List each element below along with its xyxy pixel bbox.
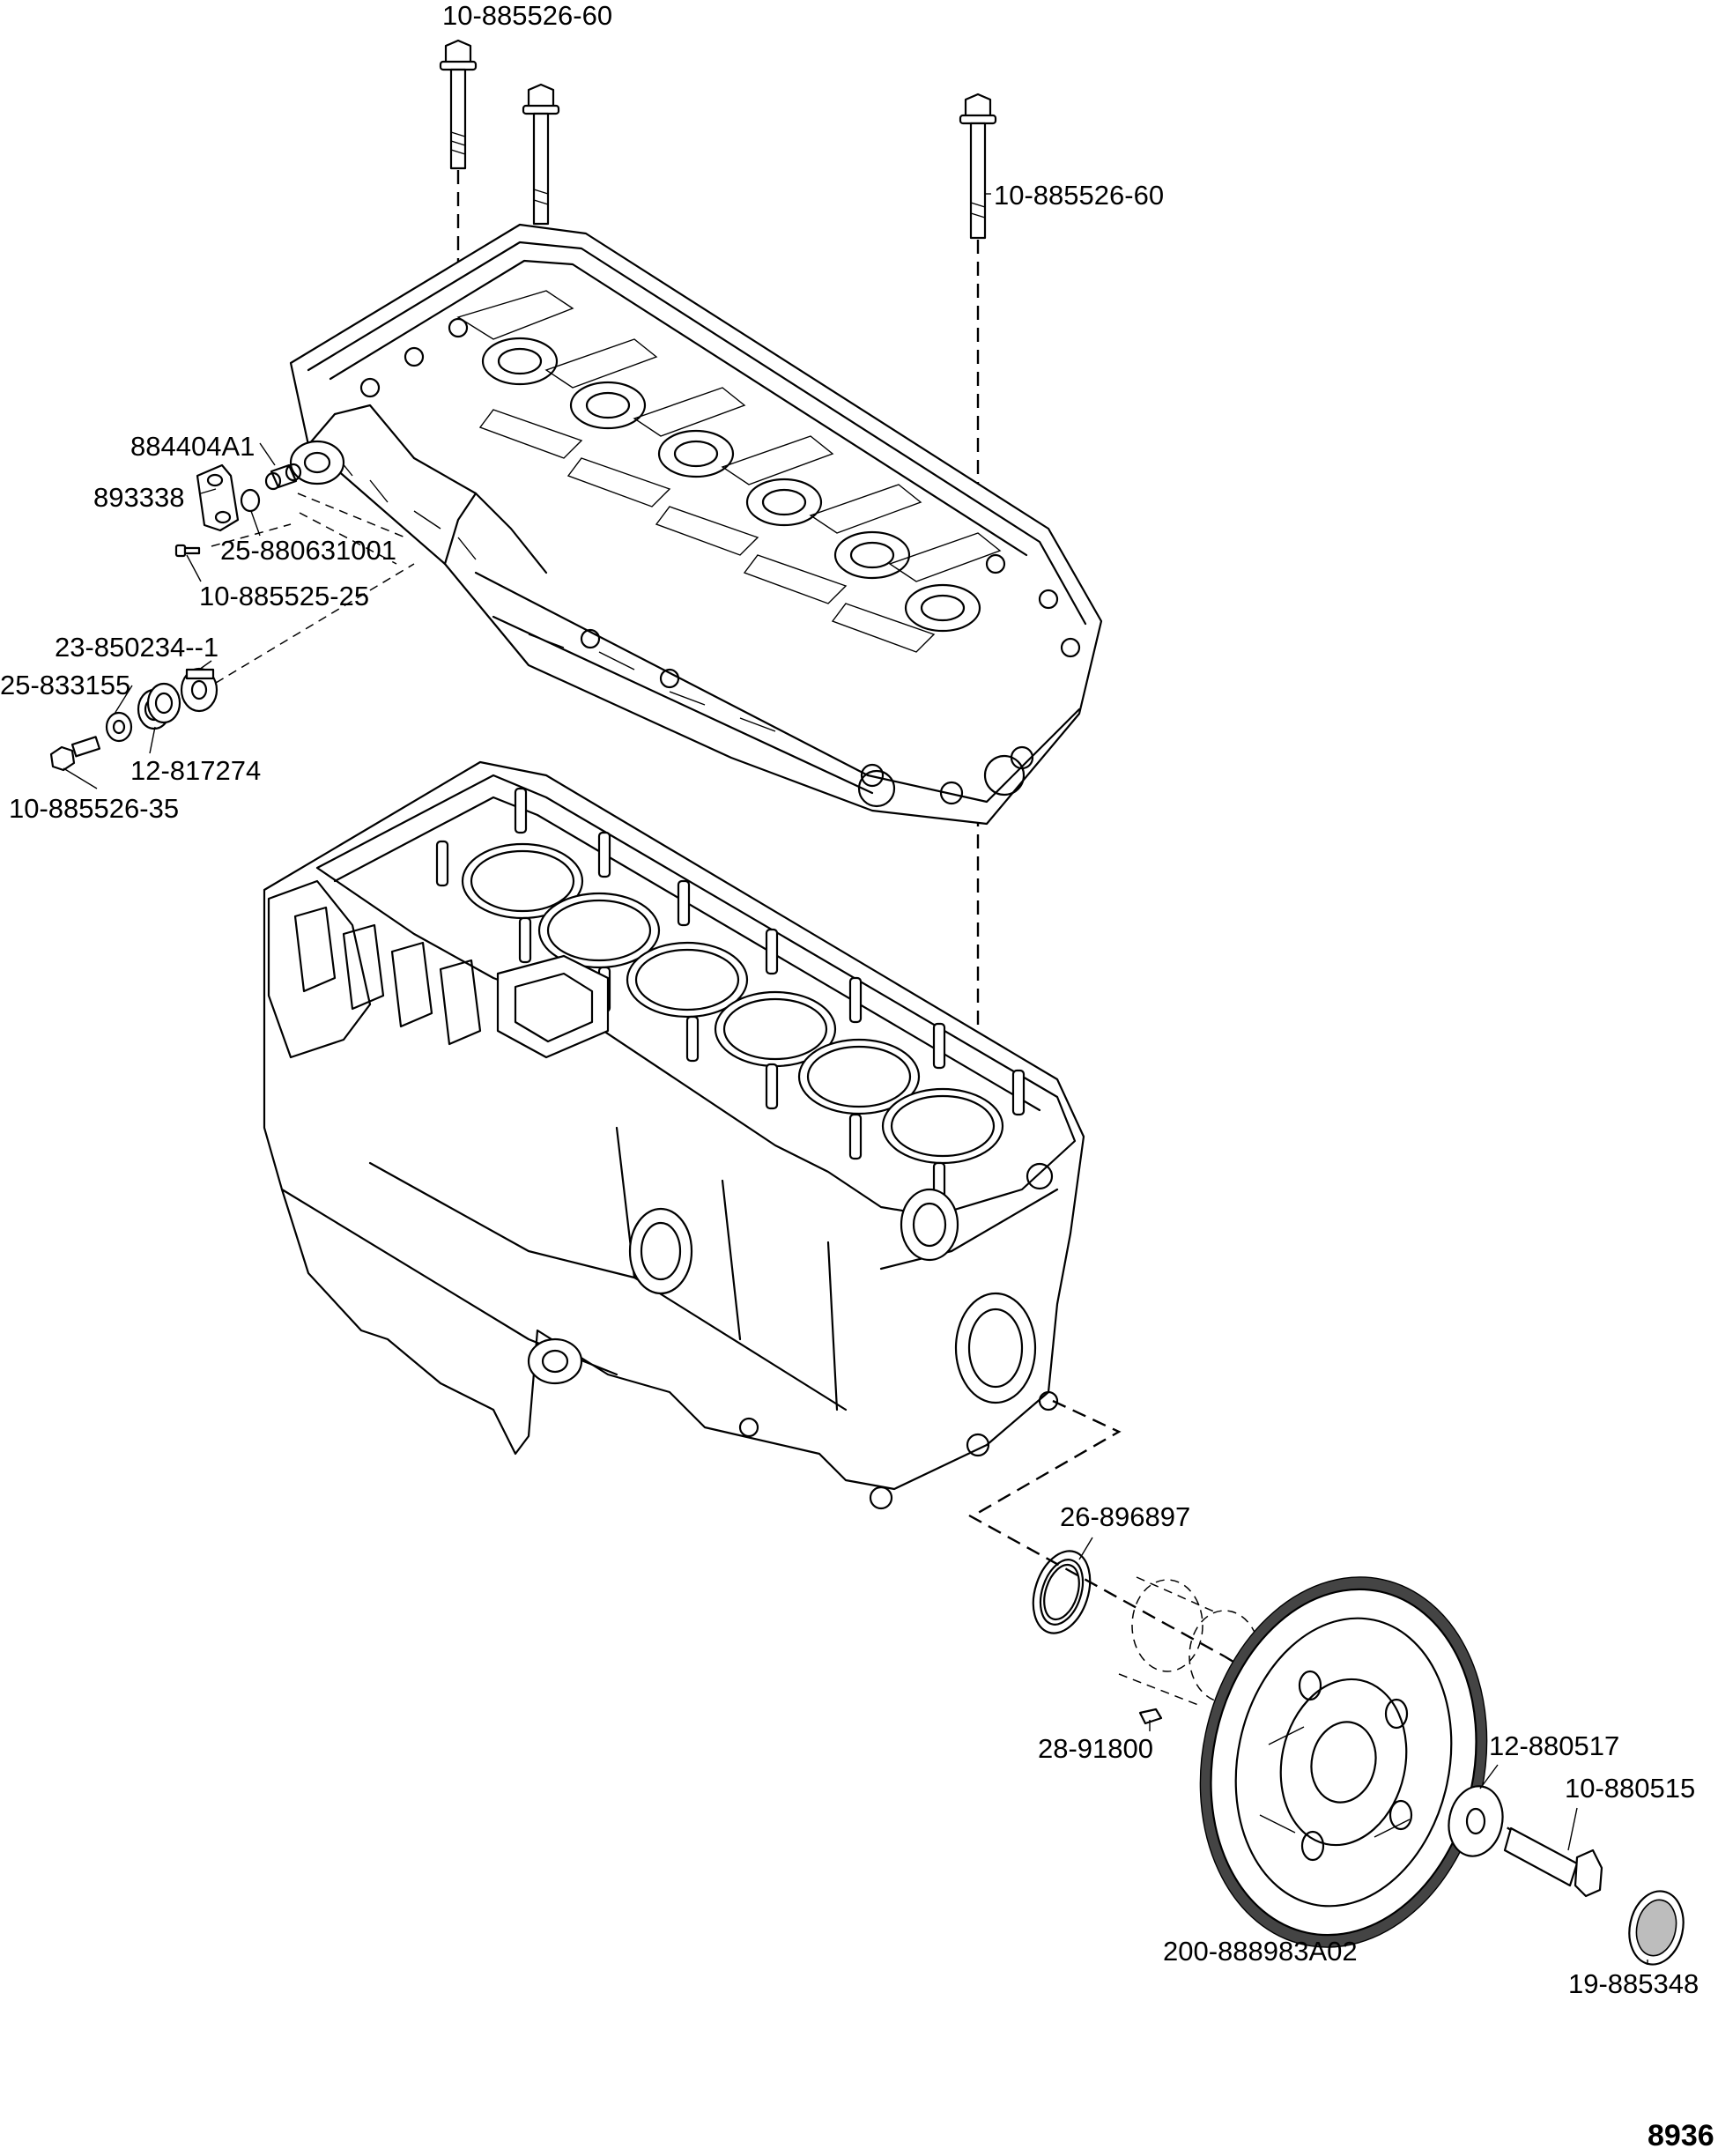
label-flywheel: 200-888983A02 xyxy=(1163,1936,1358,1967)
key-28-91800[interactable] xyxy=(1138,1708,1163,1725)
label-washer-small: 25-833155 xyxy=(0,670,130,700)
cap-893338[interactable] xyxy=(196,463,240,532)
label-washer-flywheel: 12-880517 xyxy=(1489,1730,1619,1761)
label-pulley: 23-850234--1 xyxy=(55,632,218,663)
figure-number: 8936 xyxy=(1648,2119,1714,2152)
flywheel-200-888983A02[interactable] xyxy=(1166,1550,1520,1974)
head-bolt-mid[interactable] xyxy=(522,83,560,226)
engine-block[interactable] xyxy=(263,760,1085,1510)
screw-small[interactable] xyxy=(174,544,201,558)
label-bolt-pulley: 10-885526-35 xyxy=(9,793,179,824)
head-bolt-right[interactable] xyxy=(959,93,997,240)
bolt-10-880515[interactable] xyxy=(1503,1826,1603,1898)
label-bolt-flywheel: 10-880515 xyxy=(1565,1773,1695,1804)
label-oring-small: 25-880631001 xyxy=(220,535,396,566)
washer-25-833155[interactable] xyxy=(105,711,133,743)
label-head-bolt-top: 10-885526-60 xyxy=(442,0,612,31)
washer-12-880517[interactable] xyxy=(1442,1782,1508,1862)
spacer-12-817274[interactable] xyxy=(137,682,181,730)
bracket-884404A1[interactable] xyxy=(264,463,302,491)
bolt-10-885526-35[interactable] xyxy=(49,736,101,772)
seal-26-896897[interactable] xyxy=(1024,1544,1100,1641)
label-key: 28-91800 xyxy=(1038,1733,1153,1764)
label-seal: 26-896897 xyxy=(1060,1501,1190,1532)
label-head-bolt-right: 10-885526-60 xyxy=(994,180,1164,211)
label-spacer: 12-817274 xyxy=(130,755,261,786)
label-bracket: 884404A1 xyxy=(130,431,255,462)
pulley-23-850234[interactable] xyxy=(180,667,218,713)
label-plug: 19-885348 xyxy=(1568,1968,1699,1999)
oring-small[interactable] xyxy=(240,488,261,513)
head-bolt-left[interactable] xyxy=(439,39,478,170)
label-cap: 893338 xyxy=(93,482,184,513)
plug-19-885348[interactable] xyxy=(1623,1886,1690,1970)
cylinder-head[interactable] xyxy=(289,223,1103,826)
label-screw-small: 10-885525-25 xyxy=(199,581,369,611)
